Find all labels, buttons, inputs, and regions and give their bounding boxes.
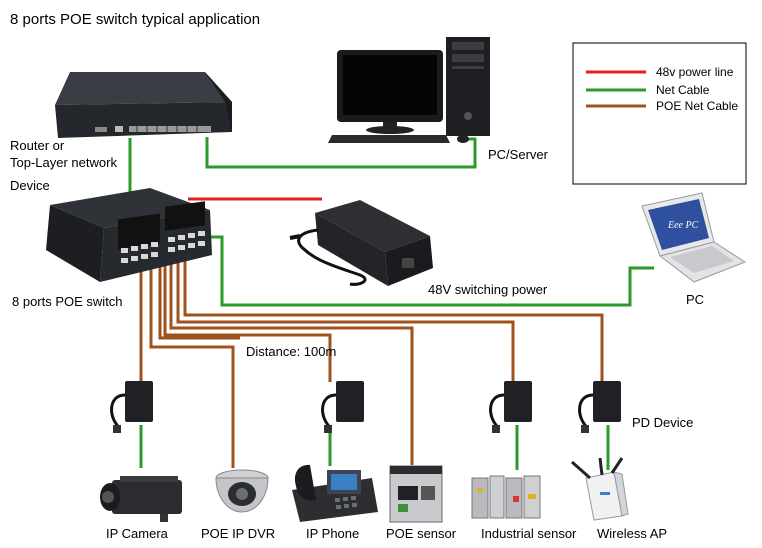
pd-splitter-4: [578, 381, 621, 433]
router-label-line3: Device: [10, 178, 50, 193]
net-cable-switch-laptop: [208, 235, 654, 307]
router-label-line1: Router or: [10, 138, 65, 153]
legend: 48v power line Net Cable POE Net Cable: [572, 42, 747, 185]
poe-ip-dvr-image: [215, 469, 269, 513]
poe-switch-image: [46, 188, 212, 282]
router-label-line2: Top-Layer network: [10, 155, 117, 170]
laptop-image: Eee PC: [641, 192, 747, 283]
pd-splitter-1: [110, 381, 153, 433]
cables: [128, 137, 654, 470]
endpoint-label-ip-camera: IP Camera: [106, 526, 169, 541]
industrial-sensor-image: [471, 475, 541, 519]
pd-device-label: PD Device: [632, 415, 693, 430]
power-supply-image: [289, 200, 433, 286]
pc-server-label: PC/Server: [488, 147, 549, 162]
endpoint-label-poe-ip-dvr: POE IP DVR: [201, 526, 275, 541]
page-title: 8 ports POE switch typical application: [10, 11, 260, 28]
endpoint-label-industrial-sensor: Industrial sensor: [481, 526, 577, 541]
pc-server-image: [328, 37, 490, 143]
legend-power-line-label: 48v power line: [656, 65, 734, 79]
pd-splitter-3: [489, 381, 532, 433]
poe-cable-5: [169, 258, 414, 465]
legend-poe-cable-label: POE Net Cable: [656, 99, 738, 113]
poe-cable-2: [149, 260, 235, 468]
poe-switch-label: 8 ports POE switch: [12, 294, 123, 309]
poe-cable-6: [176, 255, 515, 382]
router-image: [55, 72, 232, 138]
laptop-label: PC: [686, 292, 704, 307]
ip-phone-image: [292, 464, 378, 522]
ip-camera-image: [100, 476, 182, 522]
poe-cable-3: [158, 258, 240, 340]
poe-cable-4: [163, 262, 332, 382]
endpoint-label-wireless-ap: Wireless AP: [597, 526, 667, 541]
svg-text:Eee PC: Eee PC: [667, 220, 699, 231]
power-supply-label: 48V switching power: [428, 282, 548, 297]
legend-net-cable-label: Net Cable: [656, 83, 710, 97]
endpoint-label-ip-phone: IP Phone: [306, 526, 359, 541]
distance-label: Distance: 100m: [246, 344, 336, 359]
poe-sensor-image: [389, 465, 443, 523]
wireless-ap-image: [571, 457, 629, 521]
poe-cable-7: [183, 253, 604, 382]
net-cable-router-server: [205, 137, 477, 169]
endpoint-label-poe-sensor: POE sensor: [386, 526, 457, 541]
pd-splitter-2: [321, 381, 364, 433]
